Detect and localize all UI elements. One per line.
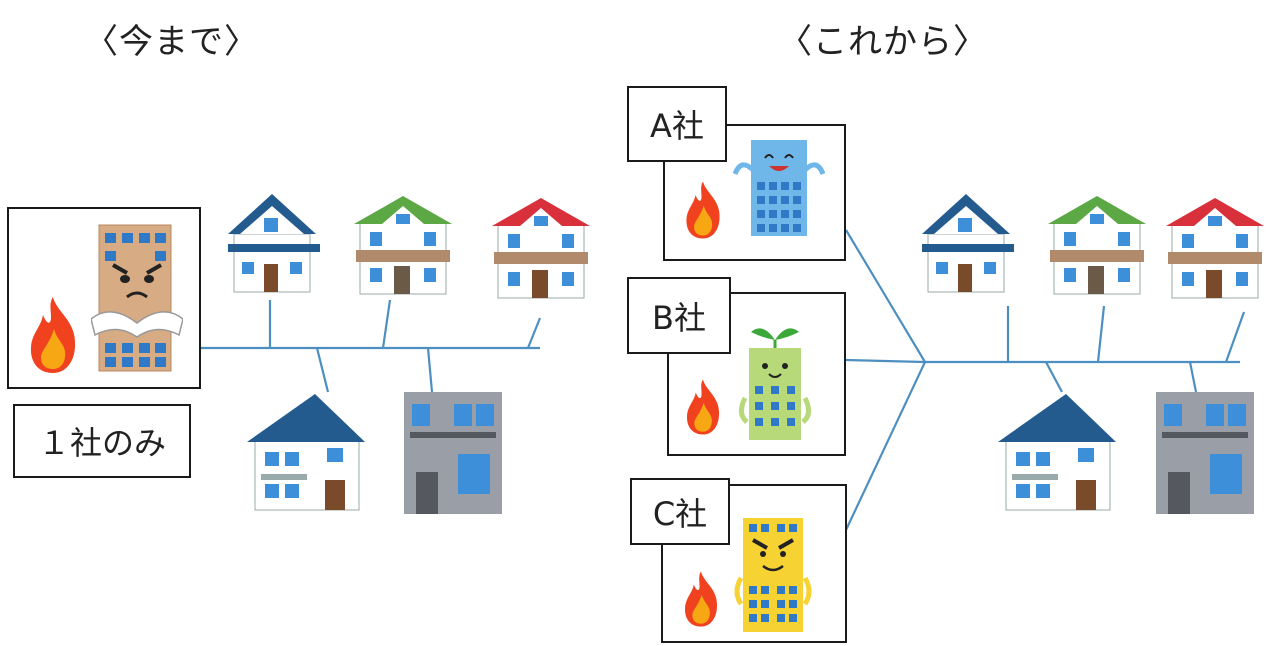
house-icon (228, 194, 320, 293)
fire-icon (686, 181, 720, 239)
fire-icon (684, 571, 718, 627)
house-icon (1156, 392, 1254, 514)
power-company-building-icon (733, 140, 825, 236)
fire-icon (686, 379, 720, 435)
house-icon (492, 198, 590, 299)
power-company-building-icon (739, 328, 811, 440)
before-title: 〈今まで〉 (84, 22, 259, 62)
house-icon (404, 392, 502, 514)
house-icon (998, 394, 1116, 511)
company-a-label: A社 (627, 86, 727, 162)
single-company-box (7, 207, 201, 389)
company-c-label: C社 (630, 478, 730, 545)
power-company-building-icon (734, 518, 812, 632)
house-icon (1166, 198, 1264, 299)
power-company-building-icon (91, 224, 183, 372)
after-title: 〈これから〉 (778, 22, 988, 62)
house-icon (1048, 196, 1146, 295)
house-icon (354, 196, 452, 295)
single-company-label: １社のみ (13, 404, 191, 478)
company-b-label: B社 (627, 277, 731, 354)
house-icon (922, 194, 1014, 293)
fire-icon (30, 297, 76, 373)
house-icon (247, 394, 365, 511)
